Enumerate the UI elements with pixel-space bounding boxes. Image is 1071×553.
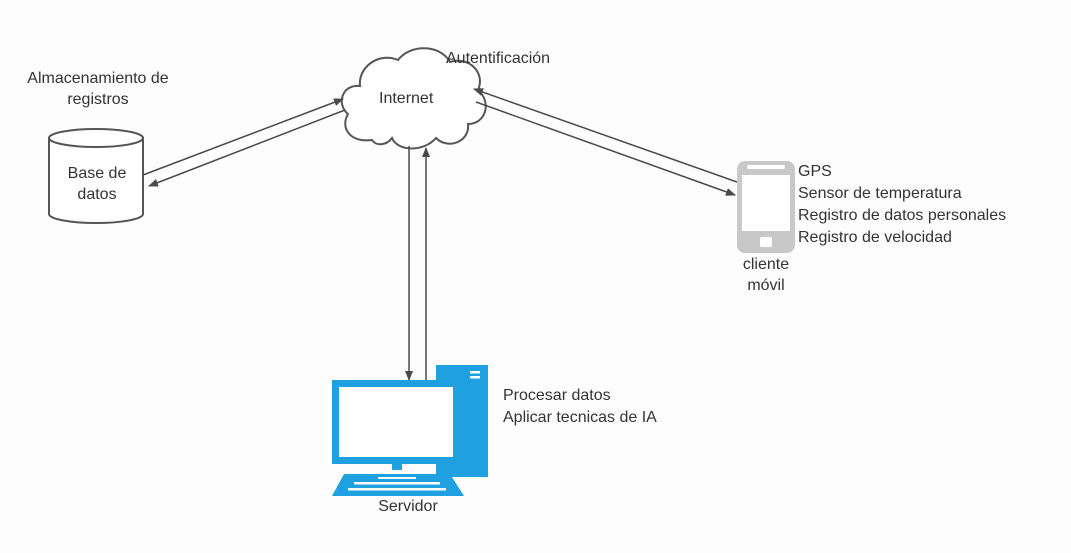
mobile-feature: Registro de datos personales <box>798 207 1007 224</box>
database-label-line2: datos <box>77 186 117 203</box>
internet-label: Internet <box>379 90 434 107</box>
desktop-computer-icon <box>332 365 488 496</box>
database-title-line2: registros <box>67 91 129 108</box>
database-label-line1: Base de <box>67 165 127 182</box>
server-tasks-list: Procesar datos Aplicar tecnicas de IA <box>503 385 657 429</box>
mobile-features-list: GPS Sensor de temperatura Registro de da… <box>798 161 1006 249</box>
server-task: Procesar datos <box>503 387 611 404</box>
mobile-feature: Sensor de temperatura <box>798 185 962 202</box>
authentication-annotation: Autentificación <box>446 50 551 67</box>
cloud-icon <box>340 47 487 150</box>
database-label: Base de datos <box>52 163 142 205</box>
arrow-database-to-internet <box>142 98 344 176</box>
arrow-internet-to-mobile <box>475 101 736 196</box>
smartphone-icon <box>737 161 795 253</box>
database-title-line1: Almacenamiento de <box>27 70 169 87</box>
mobile-client-label-line2: móvil <box>747 277 785 294</box>
mobile-feature: Registro de velocidad <box>798 229 952 246</box>
server-label: Servidor <box>378 498 438 515</box>
mobile-client-label: cliente móvil <box>726 254 806 296</box>
database-title: Almacenamiento de registros <box>14 68 182 110</box>
database-cylinder-icon <box>48 128 144 224</box>
arrow-internet-to-database <box>148 109 346 187</box>
mobile-client-label-line1: cliente <box>742 256 790 273</box>
arrow-mobile-to-internet <box>473 88 738 183</box>
server-task: Aplicar tecnicas de IA <box>503 409 657 426</box>
mobile-feature: GPS <box>798 163 832 180</box>
